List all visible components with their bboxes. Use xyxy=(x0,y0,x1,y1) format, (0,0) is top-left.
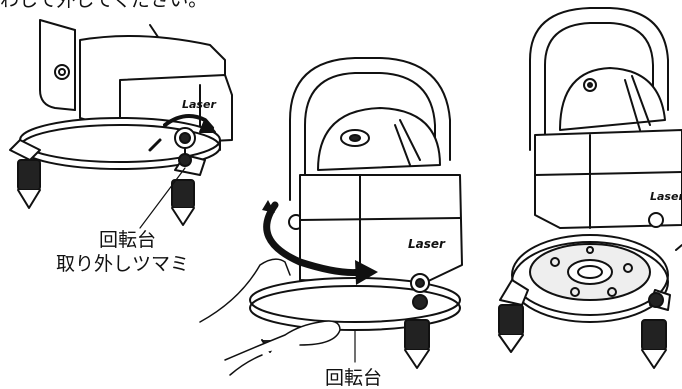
label-turntable-knob-line2: 取り外しツマミ xyxy=(56,253,190,275)
brand-logo-left: Laser xyxy=(182,98,216,111)
brand-logo-center: Laser xyxy=(408,237,446,251)
device-center: Laser xyxy=(199,57,463,376)
leader-line-knob xyxy=(139,167,186,229)
instruction-caption: わして外してください。 xyxy=(0,0,208,11)
hand-upper xyxy=(199,258,291,323)
label-turntable: 回転台 xyxy=(325,367,383,389)
hand-lower xyxy=(224,320,341,361)
removal-knob-left xyxy=(174,127,196,167)
foot-left-1 xyxy=(17,159,41,209)
rotation-arrow-icon xyxy=(263,201,366,276)
label-turntable-knob-line1: 回転台 xyxy=(99,229,157,251)
foot-left-2 xyxy=(171,179,195,226)
brand-logo-right: Laser xyxy=(650,190,682,203)
device-left: Laser xyxy=(9,19,233,229)
device-right: Laser xyxy=(498,7,682,369)
